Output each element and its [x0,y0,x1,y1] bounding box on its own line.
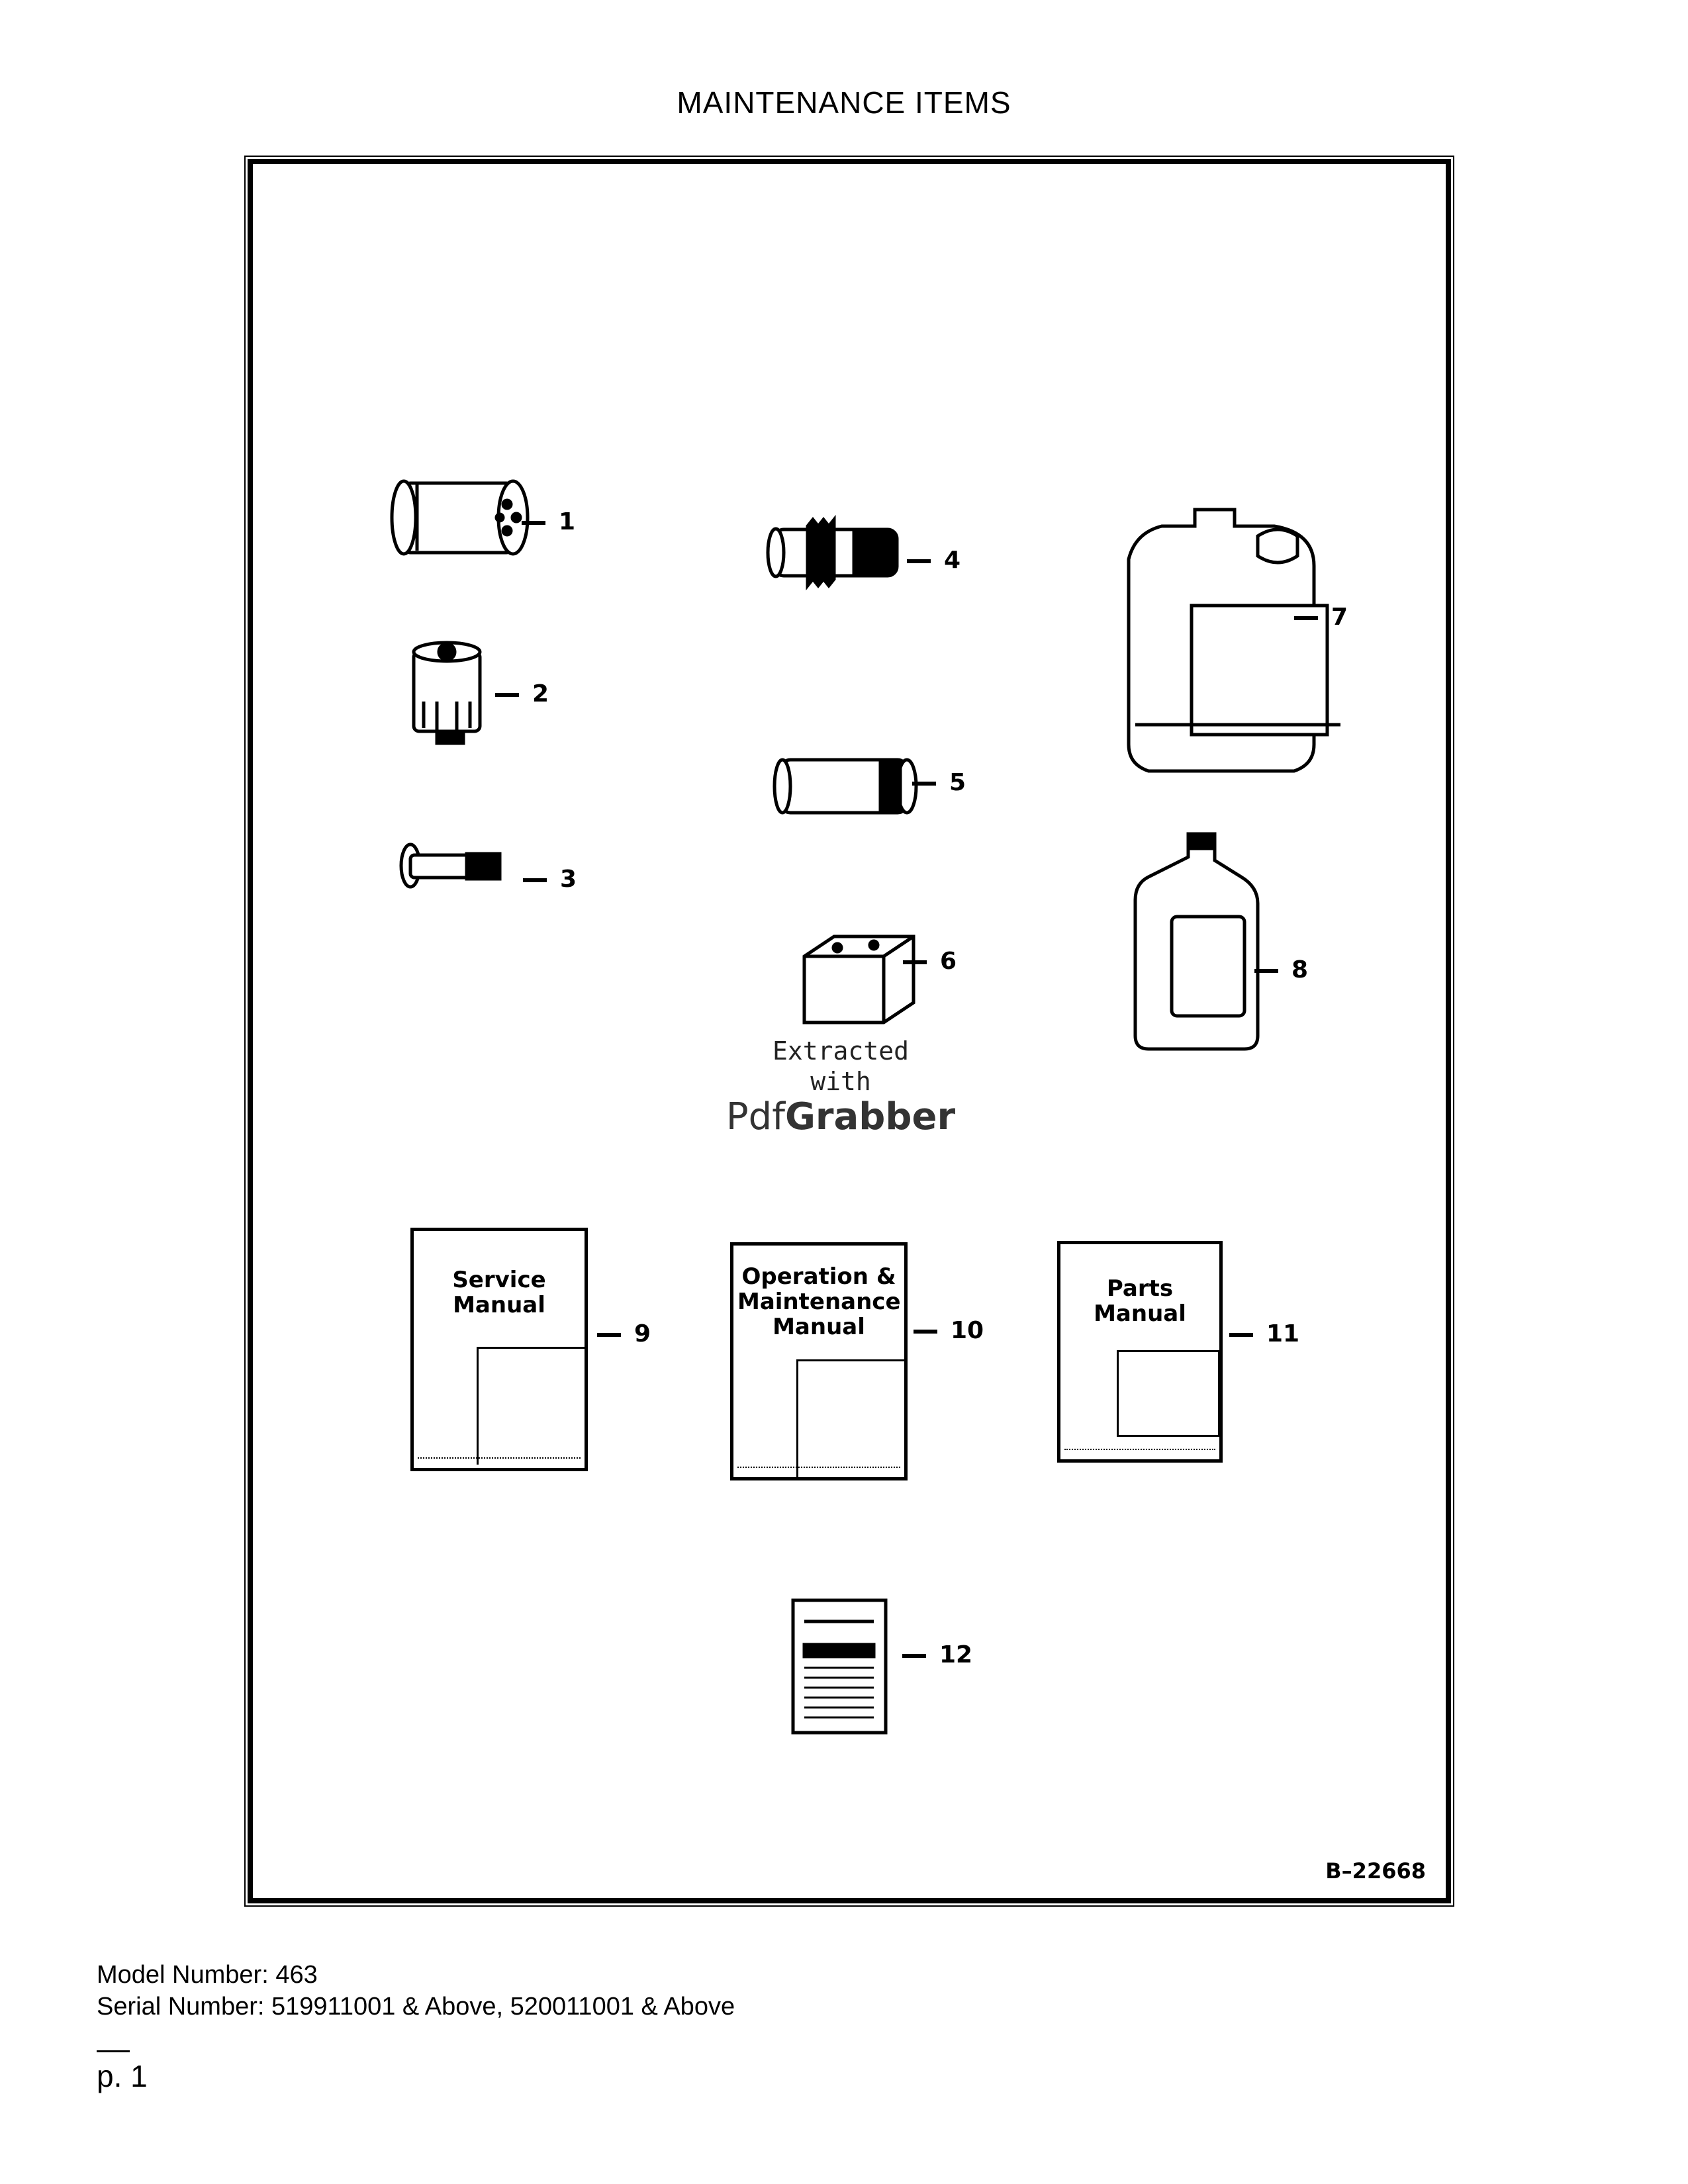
watermark-line1: Extracted [773,1036,909,1066]
parts-manual-title: Parts Manual [1094,1275,1186,1327]
battery-icon [802,934,915,1024]
callout-2: 2 [495,680,549,707]
parts-manual: Parts Manual [1057,1241,1223,1463]
watermark-brand: PdfGrabber [726,1095,956,1138]
callout-5: 5 [912,769,966,796]
oil-bottle-icon [1133,832,1260,1051]
callout-3: 3 [523,866,577,893]
fuel-filter-icon [412,641,482,745]
pdfgrabber-watermark: Extracted with PdfGrabber [722,1036,960,1138]
callout-7: 7 [1294,604,1348,631]
model-number: Model Number: 463 [97,1961,318,1989]
callout-1: 1 [522,508,575,535]
operation-manual-title: Operation & Maintenance Manual [737,1263,901,1340]
illustration-frame: B–22668 [248,159,1451,1903]
fluid-jug-icon [1127,508,1340,773]
callout-10: 10 [914,1317,984,1344]
outer-air-filter-icon [766,514,899,591]
page-number: p. 1 [97,2059,148,2093]
callout-8: 8 [1254,956,1308,983]
service-manual-title: Service Manual [452,1267,546,1318]
callout-6: 6 [903,948,957,975]
operation-manual-panel [796,1359,908,1477]
service-manual-footer [418,1457,581,1463]
page-title: MAINTENANCE ITEMS [677,85,1011,120]
callout-9: 9 [597,1320,651,1347]
decal-icon [791,1598,888,1735]
parts-manual-footer [1064,1449,1215,1454]
callout-12: 12 [902,1641,972,1668]
service-manual: Service Manual [410,1228,588,1471]
figure-id: B–22668 [1325,1858,1426,1884]
oil-filter-icon [390,479,530,556]
operation-maintenance-manual: Operation & Maintenance Manual [730,1242,908,1480]
watermark-line2: with [810,1067,871,1096]
serial-number: Serial Number: 519911001 & Above, 520011… [97,1993,735,2021]
operation-manual-footer [737,1467,900,1472]
inner-air-filter-icon [399,842,502,889]
page-number-rule [97,2050,130,2052]
hydraulic-filter-icon [773,758,918,815]
service-manual-panel [477,1347,588,1465]
callout-4: 4 [907,547,961,574]
callout-11: 11 [1229,1320,1299,1347]
parts-manual-panel [1117,1350,1220,1437]
